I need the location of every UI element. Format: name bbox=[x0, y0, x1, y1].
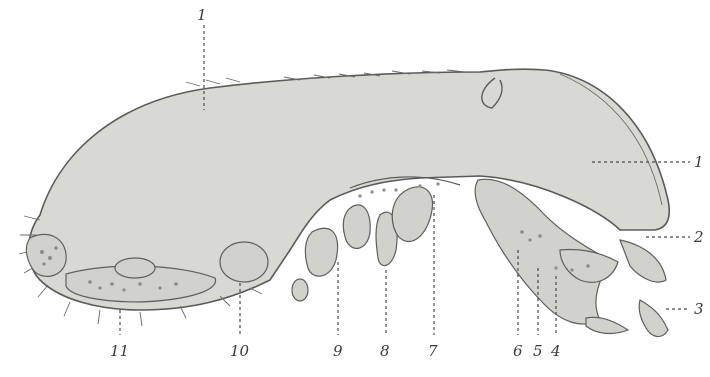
label-bottom-7: 7 bbox=[428, 342, 438, 360]
label-right-1: 1 bbox=[694, 153, 704, 171]
label-bottom-4: 4 bbox=[550, 342, 561, 360]
label-bottom-11: 11 bbox=[110, 342, 129, 360]
label-right-2: 2 bbox=[693, 228, 704, 246]
label-bottom-6: 6 bbox=[513, 342, 523, 360]
label-top-1: 1 bbox=[197, 6, 207, 24]
label-right-3: 3 bbox=[694, 300, 704, 318]
label-bottom-5: 5 bbox=[533, 342, 543, 360]
label-bottom-10: 10 bbox=[230, 342, 250, 360]
label-bottom-8: 8 bbox=[380, 342, 390, 360]
label-bottom-9: 9 bbox=[333, 342, 343, 360]
